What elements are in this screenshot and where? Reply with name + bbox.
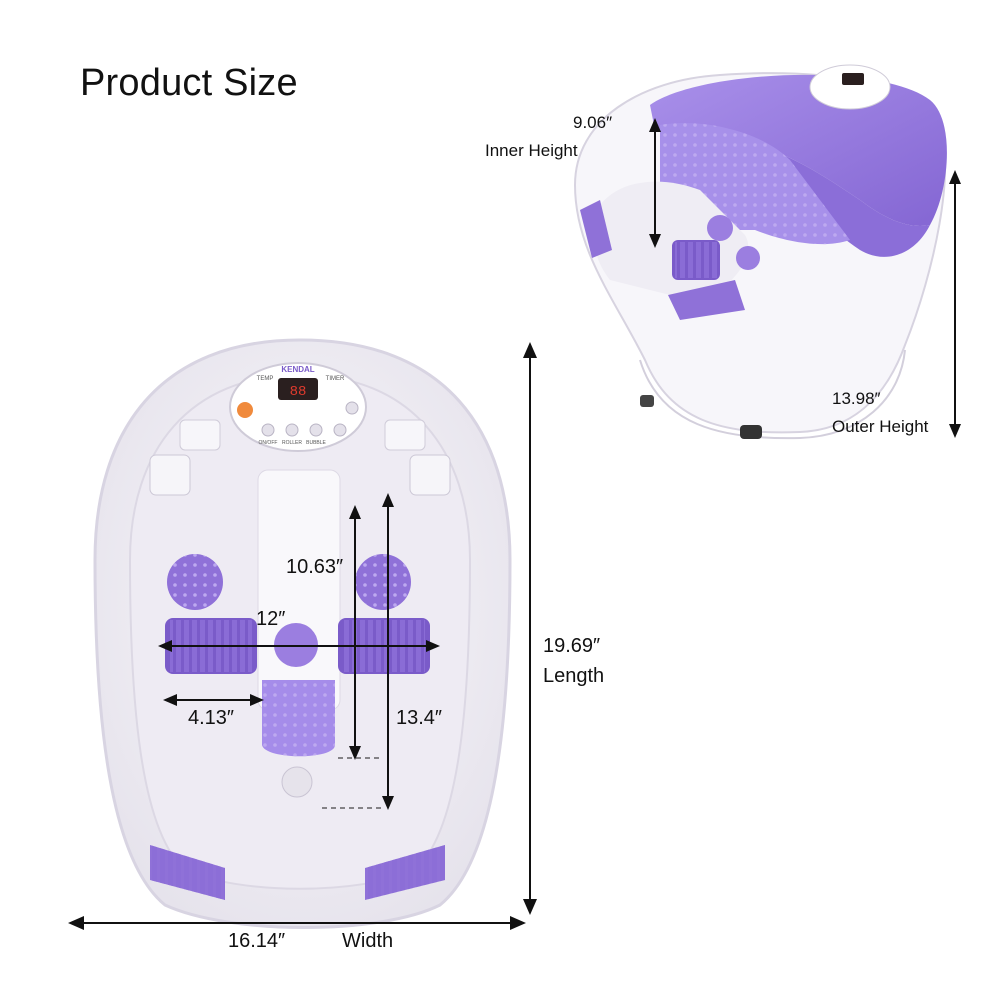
panel-label-temp: TEMP [257,376,274,382]
length-value: 19.69″ [543,635,601,657]
top-view-tub [93,338,512,929]
power-button-icon [237,402,253,418]
brand-logo: KENDAL [281,365,314,374]
width-value: 16.14″ [228,930,286,952]
digital-display [278,378,318,400]
outer-height-label: Outer Height [832,417,929,436]
display-readout: 88 [290,384,307,400]
angled-view-tub [573,64,947,440]
inner-height-label: Inner Height [485,141,578,160]
angled-view-measure-lines [649,118,961,438]
outer-height-value: 13.98″ [832,389,881,408]
panel-label-onoff: ON/OFF [259,440,278,446]
foot-width-value: 4.13″ [188,707,235,729]
panel-label-bubble: BUBBLE [306,440,326,446]
panel-label-timer: TIMER [326,376,345,382]
roller-span-value: 12″ [256,608,286,630]
inner-length-long-value: 13.4″ [396,707,443,729]
width-label: Width [342,930,394,952]
panel-label-roller: ROLLER [282,440,302,446]
inner-length-short-value: 10.63″ [286,556,344,578]
inner-height-value: 9.06″ [573,113,613,132]
length-label: Length [543,665,605,687]
top-view-measure-lines [68,342,537,930]
page-title: Product Size [80,62,298,104]
